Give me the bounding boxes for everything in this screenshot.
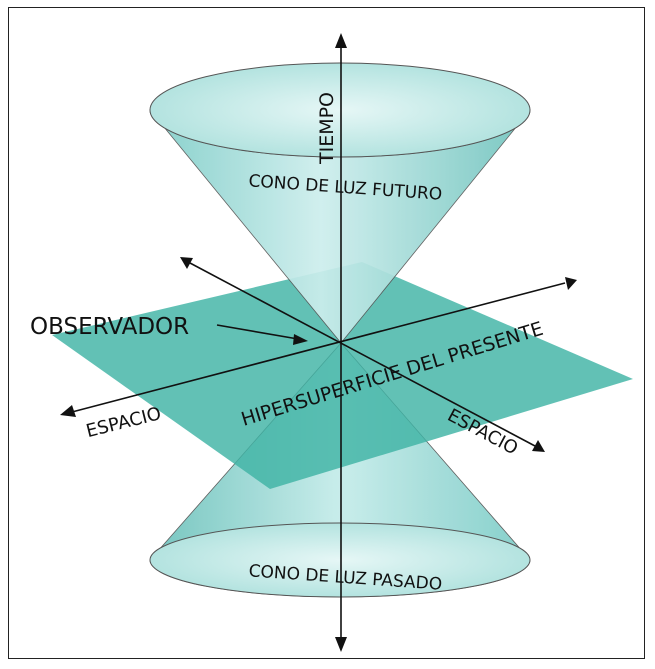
observer-pointer-arrow (216, 324, 308, 345)
time-axis-label: TIEMPO (316, 92, 338, 165)
observer-label: OBSERVADOR (30, 314, 189, 340)
space-left-label: ESPACIO (84, 403, 163, 442)
past-light-cone (149, 342, 531, 598)
space-axis-horizontal (60, 277, 577, 417)
future-light-cone (149, 62, 531, 344)
present-hypersurface-plane (52, 262, 633, 489)
space-axis-diagonal (180, 257, 545, 452)
